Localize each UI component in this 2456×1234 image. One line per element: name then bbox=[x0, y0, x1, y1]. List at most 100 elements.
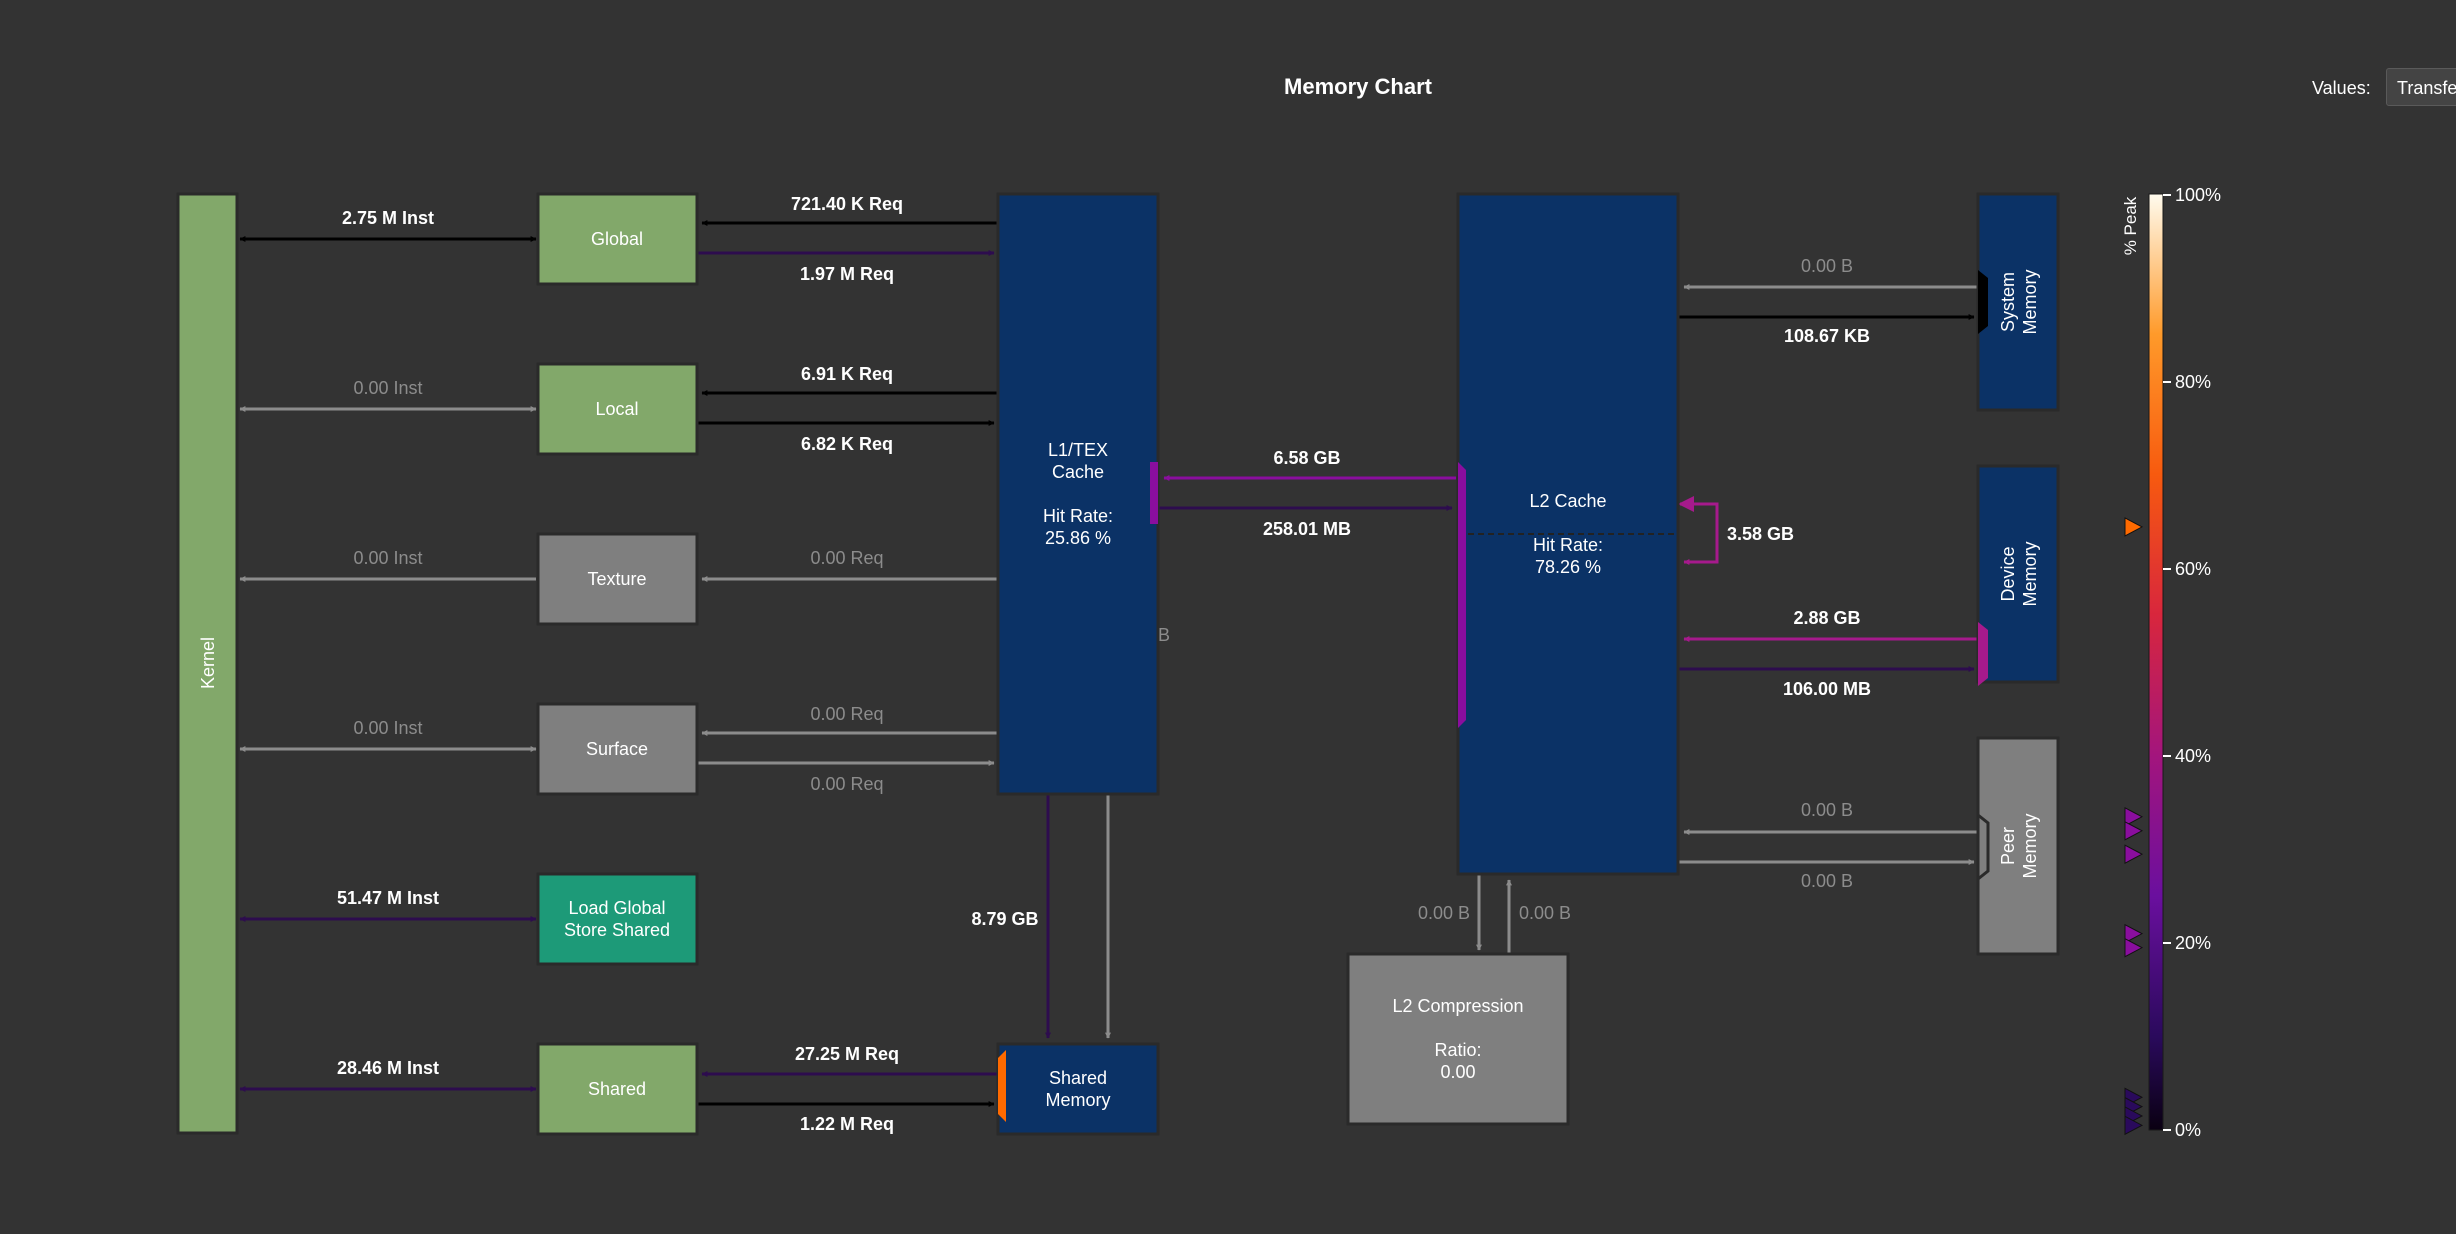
texture-unit[interactable]: Texture bbox=[536, 532, 699, 626]
shared-memory-unit[interactable]: Shared Memory bbox=[996, 1042, 1160, 1136]
l1tex-label-line1: L1/TEX bbox=[1048, 440, 1108, 460]
l1tex-label-line2: Cache bbox=[1052, 462, 1104, 482]
peak-marker[interactable] bbox=[2124, 820, 2144, 841]
kernel-box[interactable] bbox=[176, 192, 239, 1135]
shared-memory-port bbox=[998, 1050, 1006, 1122]
device-memory-label-line2: Memory bbox=[2020, 541, 2040, 606]
label-kernel-surface: 0.00 Inst bbox=[353, 718, 422, 738]
peak-marker[interactable] bbox=[2124, 937, 2144, 958]
peak-ticks: 100%80%60%40%20%0% bbox=[2163, 185, 2221, 1140]
lgss-label-line1: Load Global bbox=[568, 898, 665, 918]
peak-legend: % Peak 100%80%60%40%20%0% bbox=[2121, 185, 2221, 1140]
local-box[interactable] bbox=[536, 362, 699, 456]
l2-mem-links: 0.00 B 108.67 KB 2.88 GB 106.00 MB 0.00 … bbox=[1678, 256, 1978, 891]
peak-marker[interactable] bbox=[2124, 517, 2144, 537]
shared-unit[interactable]: Shared bbox=[536, 1042, 699, 1136]
label-texture-l1: 0.00 Req bbox=[810, 548, 883, 568]
label-kernel-local: 0.00 Inst bbox=[353, 378, 422, 398]
shared-memory-label-line2: Memory bbox=[1045, 1090, 1110, 1110]
l1tex-hitrate-label: Hit Rate: bbox=[1043, 506, 1113, 526]
l2-compression-ratio-label: Ratio: bbox=[1434, 1040, 1481, 1060]
lgss-unit[interactable]: Load Global Store Shared bbox=[536, 872, 699, 966]
local-unit[interactable]: Local bbox=[536, 362, 699, 456]
peak-tick-label: 20% bbox=[2175, 933, 2211, 953]
label-global-l1-bottom: 1.97 M Req bbox=[800, 264, 894, 284]
l1-links: 721.40 K Req 1.97 M Req 6.91 K Req 6.82 … bbox=[698, 194, 998, 1134]
label-l2-peer-top: 0.00 B bbox=[1801, 800, 1853, 820]
local-label: Local bbox=[595, 399, 638, 419]
peak-tick-label: 0% bbox=[2175, 1120, 2201, 1140]
peer-memory-unit[interactable]: Peer Memory bbox=[1976, 736, 2060, 956]
lgss-box[interactable] bbox=[536, 872, 699, 966]
surface-unit[interactable]: Surface bbox=[536, 702, 699, 796]
system-memory-unit[interactable]: System Memory bbox=[1976, 192, 2060, 412]
peer-memory-port bbox=[1977, 813, 1990, 881]
peak-marker[interactable] bbox=[2124, 806, 2144, 827]
surface-box[interactable] bbox=[536, 702, 699, 796]
l1tex-box[interactable] bbox=[996, 192, 1160, 796]
l2-label: L2 Cache bbox=[1529, 491, 1606, 511]
l1tex-cache[interactable]: L1/TEX Cache Hit Rate: 25.86 % bbox=[996, 192, 1160, 796]
label-l1-l2-top: 6.58 GB bbox=[1273, 448, 1340, 468]
global-unit[interactable]: Global bbox=[536, 192, 699, 286]
label-shared-shmem-bottom: 1.22 M Req bbox=[800, 1114, 894, 1134]
device-memory-unit[interactable]: Device Memory bbox=[1976, 464, 2060, 686]
label-kernel-texture: 0.00 Inst bbox=[353, 548, 422, 568]
peak-tick-label: 60% bbox=[2175, 559, 2211, 579]
system-memory-label-line2: Memory bbox=[2020, 269, 2040, 334]
peak-marker[interactable] bbox=[2124, 844, 2144, 865]
shared-box[interactable] bbox=[536, 1042, 699, 1136]
l1-l2-links: 6.58 GB 258.01 MB bbox=[1158, 448, 1456, 539]
label-l2-dev-top: 2.88 GB bbox=[1793, 608, 1860, 628]
surface-label: Surface bbox=[586, 739, 648, 759]
shared-label: Shared bbox=[588, 1079, 646, 1099]
l2-port-l1 bbox=[1458, 462, 1466, 728]
l2-self-arrowhead-top bbox=[1678, 496, 1694, 512]
device-memory-label-line1: Device bbox=[1998, 546, 2018, 601]
shared-memory-box[interactable] bbox=[996, 1042, 1160, 1136]
label-l2comp-left: 0.00 B bbox=[1418, 903, 1470, 923]
l2-compression-unit[interactable]: L2 Compression Ratio: 0.00 bbox=[1346, 952, 1570, 1126]
values-label: Values: bbox=[2312, 78, 2371, 98]
label-kernel-global: 2.75 M Inst bbox=[342, 208, 434, 228]
peak-marker[interactable] bbox=[2124, 1115, 2144, 1136]
l2-hitrate-value: 78.26 % bbox=[1535, 557, 1601, 577]
global-label: Global bbox=[591, 229, 643, 249]
system-memory-label-line1: System bbox=[1998, 272, 2018, 332]
label-local-l1-top: 6.91 K Req bbox=[801, 364, 893, 384]
l2-compression-label: L2 Compression bbox=[1392, 996, 1523, 1016]
peak-tick-label: 80% bbox=[2175, 372, 2211, 392]
l1tex-port-l2-notch bbox=[1150, 462, 1158, 524]
label-local-l1-bottom: 6.82 K Req bbox=[801, 434, 893, 454]
peak-gradient-bar bbox=[2148, 193, 2164, 1131]
label-l2-peer-bottom: 0.00 B bbox=[1801, 871, 1853, 891]
l2-self-link: 3.58 GB bbox=[1678, 496, 1794, 565]
texture-box[interactable] bbox=[536, 532, 699, 626]
system-memory-box[interactable] bbox=[1976, 192, 2060, 412]
global-box[interactable] bbox=[536, 192, 699, 286]
device-memory-port bbox=[1978, 622, 1988, 686]
peer-memory-label-line1: Peer bbox=[1998, 827, 2018, 865]
l2-comp-links: 0.00 B 0.00 B bbox=[1418, 875, 1571, 955]
kernel-label: Kernel bbox=[198, 637, 218, 689]
label-l1-shmem-left: 8.79 GB bbox=[971, 909, 1038, 929]
l2-cache[interactable]: L2 Cache Hit Rate: 78.26 % bbox=[1456, 192, 1680, 876]
label-shared-shmem-top: 27.25 M Req bbox=[795, 1044, 899, 1064]
peak-tick-label: 100% bbox=[2175, 185, 2221, 205]
link-l2-self[interactable] bbox=[1680, 502, 1719, 565]
peak-axis-title: % Peak bbox=[2121, 196, 2140, 255]
label-kernel-shared: 28.46 M Inst bbox=[337, 1058, 439, 1078]
lgss-label-line2: Store Shared bbox=[564, 920, 670, 940]
device-memory-box[interactable] bbox=[1976, 464, 2060, 684]
label-surface-l1-bottom: 0.00 Req bbox=[810, 774, 883, 794]
label-l2-sys-bottom: 108.67 KB bbox=[1784, 326, 1870, 346]
l2-compression-ratio-value: 0.00 bbox=[1440, 1062, 1475, 1082]
l2-compression-box[interactable] bbox=[1346, 952, 1570, 1126]
peak-marker[interactable] bbox=[2124, 923, 2144, 944]
peer-memory-box[interactable] bbox=[1976, 736, 2060, 956]
label-l2comp-right: 0.00 B bbox=[1519, 903, 1571, 923]
system-memory-port bbox=[1978, 270, 1988, 334]
values-dropdown[interactable]: Transfers bbox=[2386, 68, 2456, 106]
kernel-unit[interactable]: Kernel bbox=[176, 192, 239, 1135]
